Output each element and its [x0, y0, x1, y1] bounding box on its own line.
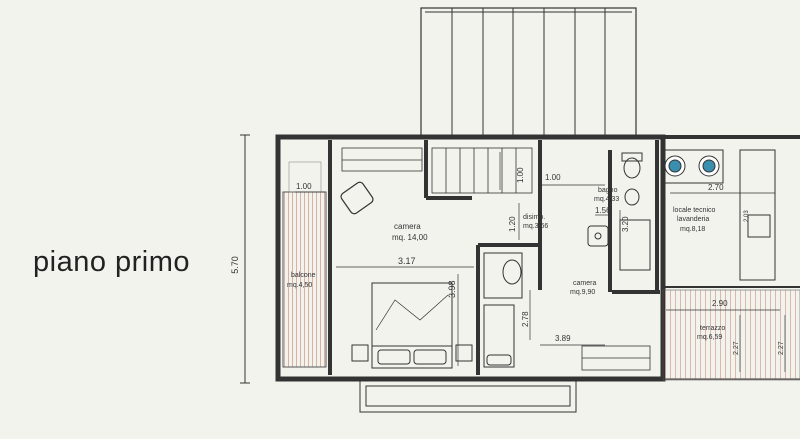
- camera-main-name: camera: [394, 222, 421, 231]
- terrace-hatch: [662, 289, 800, 381]
- camera-small-dim-b: 3.89: [555, 334, 571, 343]
- disimp-dim-a: 1.20: [508, 216, 517, 232]
- balcone-name: balcone: [291, 272, 316, 279]
- balcony: [282, 161, 327, 368]
- desk: [483, 252, 523, 299]
- disimp-name: disimp.: [523, 214, 545, 221]
- terrazzo-width: 2.90: [712, 299, 728, 308]
- locale-width: 2.70: [708, 183, 724, 192]
- balcone-area: mq.4,50: [287, 282, 312, 289]
- locale-name-2: lavanderia: [677, 216, 709, 223]
- bottom-window: [359, 379, 577, 413]
- armchair: [340, 181, 374, 215]
- balcone-width: 1.00: [296, 182, 312, 191]
- terrazzo-dim-b: 2.27: [778, 341, 785, 355]
- disimp-area: mq.3,66: [523, 223, 548, 230]
- bagno-name: bagno: [598, 187, 618, 194]
- disimp-dim-c: 1.00: [545, 173, 561, 182]
- camera-main-depth: 3.98: [447, 280, 457, 298]
- bagno-dim-b: 3.20: [621, 216, 630, 232]
- locale-side: 2,03: [744, 210, 750, 222]
- terrazzo-dim-a: 2.27: [733, 341, 740, 355]
- terrazzo-area: mq.6,59: [697, 334, 722, 341]
- staircase: [431, 147, 533, 194]
- interior-walls: [328, 140, 660, 375]
- bagno-area: mq.4,33: [594, 196, 619, 203]
- terrazzo-name: terrazzo: [700, 325, 725, 332]
- wardrobe-bottom: [581, 345, 651, 371]
- single-bed: [483, 304, 515, 368]
- dimension-lines: [295, 152, 786, 372]
- wardrobe-top: [341, 147, 423, 172]
- camera-small-dim-a: 2.78: [521, 311, 530, 327]
- bathroom-fixtures: [587, 152, 651, 271]
- bagno-dim-a: 1.56: [595, 206, 611, 215]
- locale-area: mq.8,18: [680, 226, 705, 233]
- roof-panel: [420, 7, 637, 139]
- camera-main-width: 3.17: [398, 256, 416, 266]
- locale-name-1: locale tecnico: [673, 207, 716, 214]
- overall-dimension-label: 5.70: [230, 256, 240, 274]
- camera-main-area: mq. 14,00: [392, 233, 428, 242]
- laundry-appliances: [662, 149, 776, 281]
- overall-dimension-line: [240, 134, 250, 384]
- camera-small-name: camera: [573, 280, 596, 287]
- plan-title: piano primo: [33, 246, 191, 278]
- disimp-dim-b: 1.00: [516, 167, 525, 183]
- double-bed: [351, 282, 473, 369]
- camera-small-area: mq.9,90: [570, 289, 595, 296]
